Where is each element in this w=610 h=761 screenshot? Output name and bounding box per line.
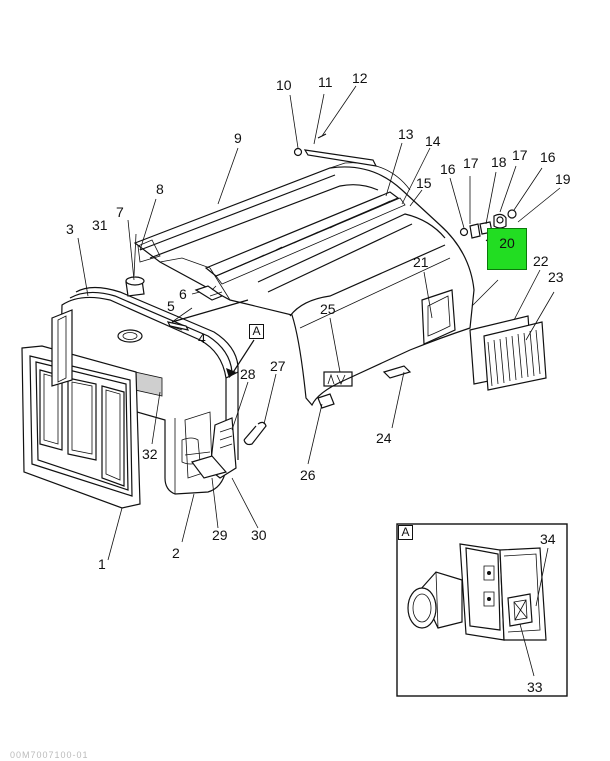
- callout-5: 5: [167, 298, 175, 314]
- callout-10: 10: [276, 77, 292, 93]
- callout-34: 34: [540, 531, 556, 547]
- detail-a-tag-main: A: [249, 324, 264, 339]
- callout-28: 28: [240, 366, 256, 382]
- roof-panel: [133, 162, 475, 407]
- callout-11: 11: [318, 74, 333, 90]
- callout-29: 29: [212, 527, 228, 543]
- callout-8: 8: [156, 181, 164, 197]
- callout-16-right: 16: [540, 149, 556, 165]
- callout-27: 27: [270, 358, 286, 374]
- callout-4: 4: [198, 330, 206, 346]
- drawing-number: 00M7007100-01: [10, 750, 89, 760]
- callout-20-highlighted: 20: [487, 228, 527, 270]
- rear-grille: [469, 315, 547, 391]
- trim-strip: [303, 149, 378, 167]
- callout-2: 2: [172, 545, 180, 561]
- callout-14: 14: [425, 133, 441, 149]
- callout-17-left: 17: [463, 155, 479, 171]
- detail-a-tag-inset: A: [398, 525, 413, 540]
- leader-lines: [77, 85, 561, 561]
- callout-13: 13: [398, 126, 414, 142]
- callout-3: 3: [66, 221, 74, 237]
- callout-25: 25: [320, 301, 336, 317]
- callout-30: 30: [251, 527, 267, 543]
- callout-15: 15: [416, 175, 432, 191]
- callout-33: 33: [527, 679, 543, 695]
- front-frame: [21, 345, 141, 509]
- callout-9: 9: [234, 130, 242, 146]
- callout-21: 21: [413, 254, 429, 270]
- detail-a-inset: [396, 523, 568, 697]
- hardware-cluster: [459, 209, 517, 248]
- callout-18: 18: [491, 154, 507, 170]
- callout-17-right: 17: [512, 147, 528, 163]
- callout-31: 31: [92, 217, 108, 233]
- callout-22: 22: [533, 253, 549, 269]
- callout-32: 32: [142, 446, 158, 462]
- callout-24: 24: [376, 430, 392, 446]
- callout-26: 26: [300, 467, 316, 483]
- callout-6: 6: [179, 286, 187, 302]
- callout-7: 7: [116, 204, 124, 220]
- callout-12: 12: [352, 70, 368, 86]
- front-shell: [59, 286, 239, 495]
- callout-16-left: 16: [440, 161, 456, 177]
- callout-19: 19: [555, 171, 571, 187]
- callout-1: 1: [98, 556, 106, 572]
- callout-23: 23: [548, 269, 564, 285]
